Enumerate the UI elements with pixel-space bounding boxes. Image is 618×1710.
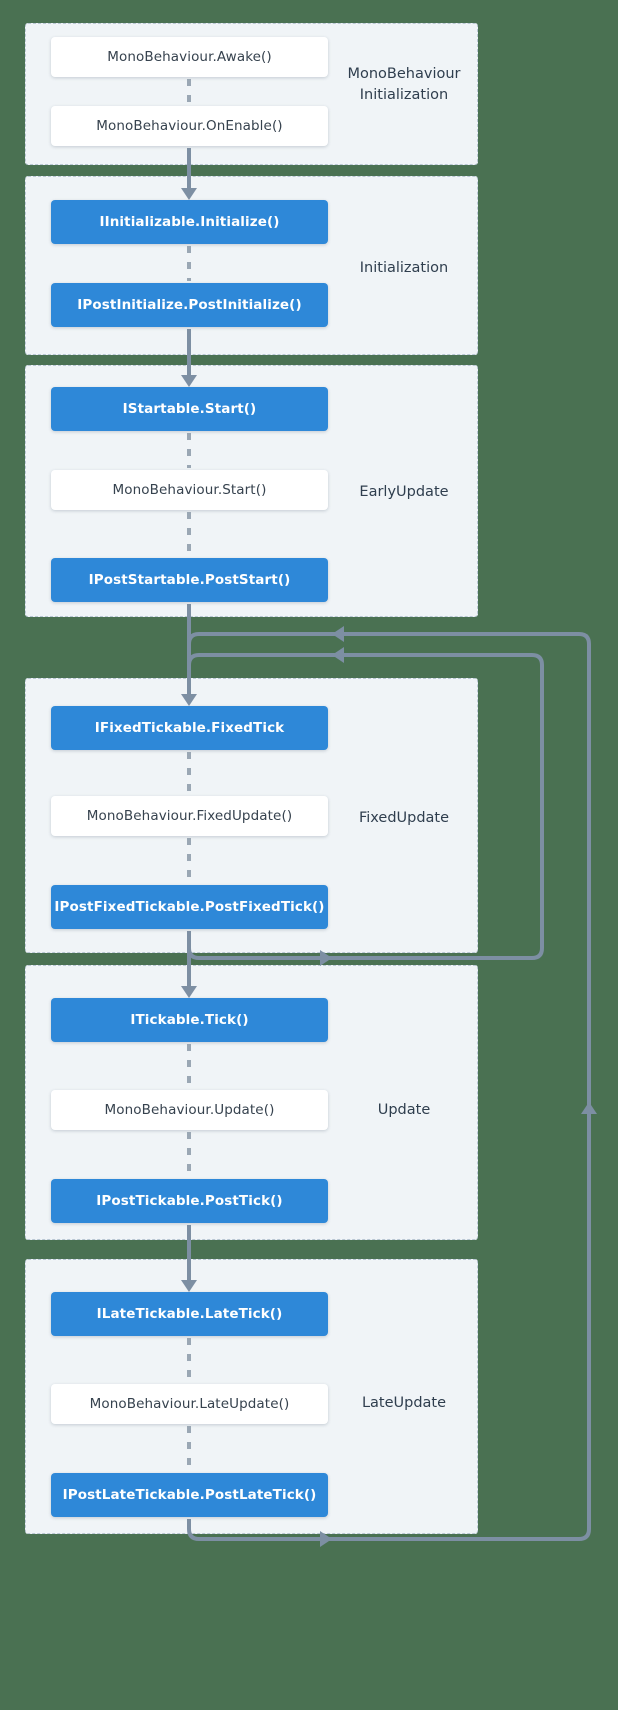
node-ipostinitialize-postinitialize[interactable]: IPostInitialize.PostInitialize(): [51, 283, 328, 327]
arrow-posttick-to-latetick: [181, 1225, 197, 1292]
node-ipostfixedtickable-postfixedtick[interactable]: IPostFixedTickable.PostFixedTick(): [51, 885, 328, 929]
node-mb-awake[interactable]: MonoBehaviour.Awake(): [51, 37, 328, 77]
node-iinitializable-initialize[interactable]: IInitializable.Initialize(): [51, 200, 328, 244]
node-ipoststartable-poststart[interactable]: IPostStartable.PostStart(): [51, 558, 328, 602]
loop-lateupdate-to-fixedupdate: [187, 626, 597, 1547]
phase-label-monobehaviour-initialization: MonoBehaviour Initialization: [347, 66, 461, 104]
node-mb-lateupdate[interactable]: MonoBehaviour.LateUpdate(): [51, 1384, 328, 1424]
phase-label-update: Update: [377, 1102, 431, 1118]
arrow-postinitialize-to-startable: [181, 329, 197, 387]
node-itickable-tick[interactable]: ITickable.Tick(): [51, 998, 328, 1042]
phase-label-initialization: Initialization: [359, 260, 449, 276]
loop-fixedupdate-to-fixedupdate: [187, 647, 544, 966]
node-mb-start[interactable]: MonoBehaviour.Start(): [51, 470, 328, 510]
phase-label-lateupdate: LateUpdate: [361, 1395, 447, 1411]
phase-label-earlyupdate: EarlyUpdate: [359, 484, 449, 500]
arrow-onenable-to-initialize: [181, 148, 197, 200]
node-ipostlatetickable-postlatetick[interactable]: IPostLateTickable.PostLateTick(): [51, 1473, 328, 1517]
node-iposttickable-posttick[interactable]: IPostTickable.PostTick(): [51, 1179, 328, 1223]
node-ifixedtickable-fixedtick[interactable]: IFixedTickable.FixedTick: [51, 706, 328, 750]
node-ilatetickable-latetick[interactable]: ILateTickable.LateTick(): [51, 1292, 328, 1336]
phase-label-fixedupdate: FixedUpdate: [358, 810, 450, 826]
node-mb-onenable[interactable]: MonoBehaviour.OnEnable(): [51, 106, 328, 146]
node-mb-update[interactable]: MonoBehaviour.Update(): [51, 1090, 328, 1130]
node-istartable-start[interactable]: IStartable.Start(): [51, 387, 328, 431]
node-mb-fixedupdate[interactable]: MonoBehaviour.FixedUpdate(): [51, 796, 328, 836]
